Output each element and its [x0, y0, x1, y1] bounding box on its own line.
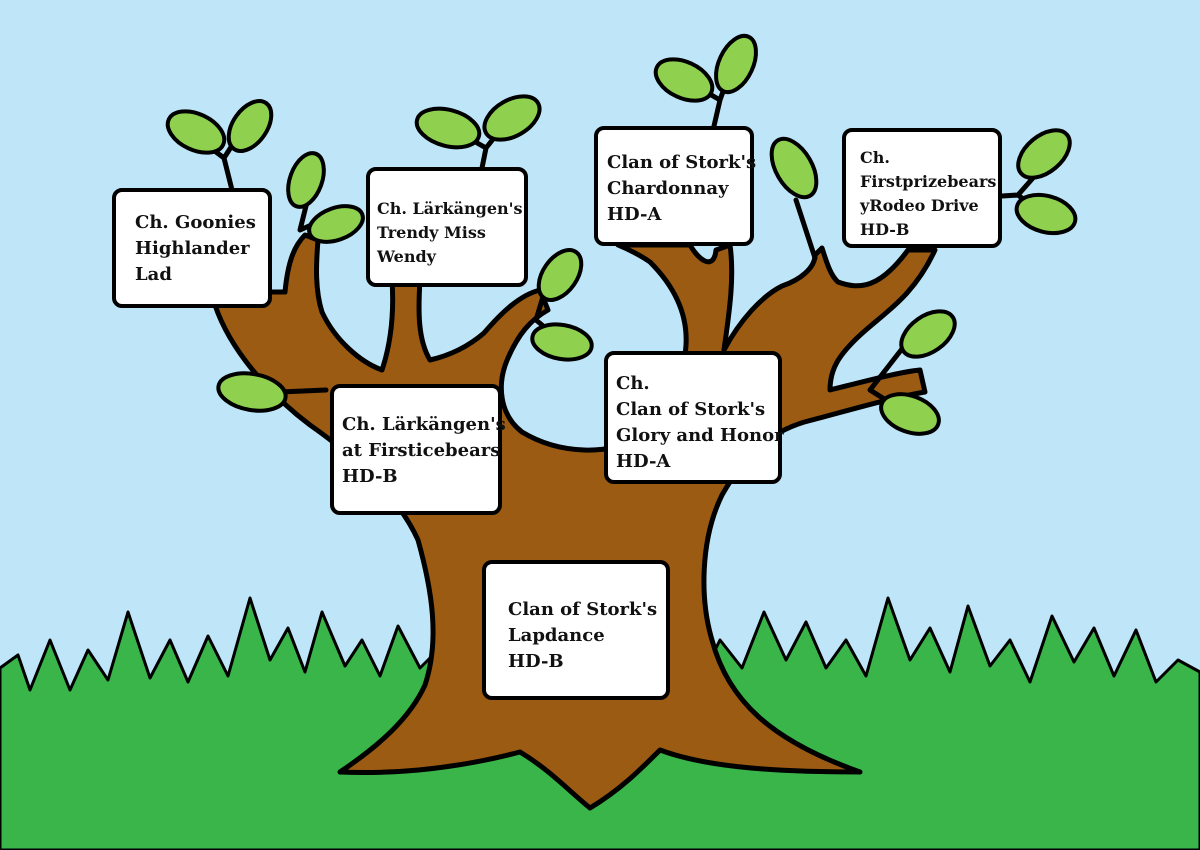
member-name-line: Trendy Miss	[377, 223, 486, 242]
member-health-grade: HD-B	[860, 220, 910, 239]
member-name-line: Clan of Stork's	[607, 152, 757, 173]
leaf	[414, 106, 482, 150]
member-card-rodeo: Ch. Firstprizebears yRodeo Drive HD-B	[842, 128, 1002, 248]
member-name-line: Clan of Stork's	[616, 399, 766, 420]
leaf	[1014, 192, 1078, 236]
leaf	[899, 309, 957, 359]
twig-rodeo-left	[793, 197, 818, 261]
member-name-line: Ch. Lärkängen's	[377, 199, 523, 218]
member-name-line: yRodeo Drive	[860, 196, 979, 215]
member-name-line: Glory and Honor	[616, 425, 784, 446]
member-name-line: Ch. Goonies	[135, 212, 256, 233]
leaf	[226, 99, 274, 153]
member-title: Ch.	[860, 148, 890, 167]
member-title: Ch.	[616, 373, 650, 394]
leaf	[536, 248, 584, 302]
leaf	[530, 322, 594, 362]
leaf	[769, 136, 819, 200]
member-name-line: Wendy	[377, 247, 436, 266]
member-card-chardonnay: Clan of Stork's Chardonnay HD-A	[594, 126, 757, 246]
member-name-line: at Firsticebears	[342, 440, 501, 461]
leaf	[307, 204, 365, 244]
leaf	[482, 94, 542, 142]
leaf	[714, 33, 758, 95]
twig-left-lower	[277, 387, 329, 395]
member-name-line: Highlander	[135, 238, 250, 259]
member-name-line: Clan of Stork's	[508, 599, 658, 620]
member-health-grade: HD-B	[508, 651, 564, 672]
member-health-grade: HD-B	[342, 466, 398, 487]
leaf	[1016, 128, 1072, 180]
member-health-grade: HD-A	[607, 204, 662, 225]
member-card-lapdance: Clan of Stork's Lapdance HD-B	[482, 560, 670, 700]
member-name-line: Lapdance	[508, 625, 605, 646]
leaf	[216, 371, 288, 413]
leaf	[879, 392, 941, 436]
member-card-firstice: Ch. Lärkängen's at Firsticebears HD-B	[330, 384, 506, 515]
leaf	[286, 151, 326, 209]
member-name-line: Ch. Lärkängen's	[342, 414, 506, 435]
leaf	[653, 57, 715, 103]
leaf	[165, 109, 227, 155]
member-name-line: Firstprizebears	[860, 172, 997, 191]
leaf-group	[165, 33, 1078, 436]
member-card-glory: Ch. Clan of Stork's Glory and Honor HD-A	[604, 351, 784, 484]
member-card-trendy: Ch. Lärkängen's Trendy Miss Wendy	[366, 167, 528, 287]
member-name-line: Chardonnay	[607, 178, 729, 199]
member-name-line: Lad	[135, 264, 172, 285]
member-health-grade: HD-A	[616, 451, 671, 472]
member-card-goonies: Ch. Goonies Highlander Lad	[112, 188, 272, 308]
